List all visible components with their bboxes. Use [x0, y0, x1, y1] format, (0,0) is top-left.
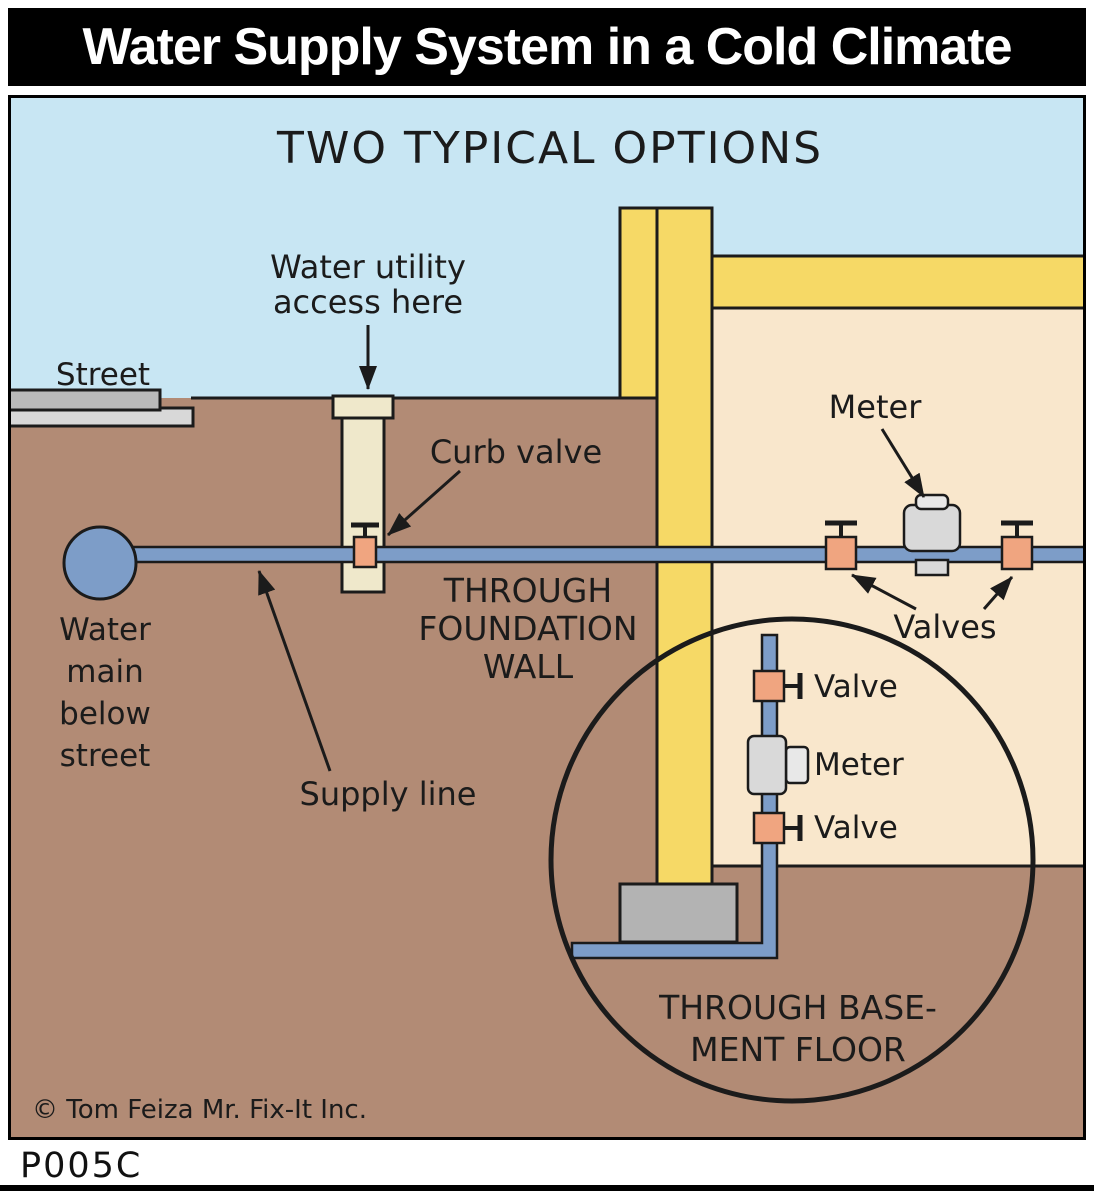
- meter-wall-label: Meter: [829, 388, 923, 426]
- copyright-label: © Tom Feiza Mr. Fix-It Inc.: [32, 1095, 367, 1125]
- through-wall-label-2: FOUNDATION: [418, 609, 637, 648]
- arrow-supply-line: [257, 570, 332, 772]
- floor-slab: [618, 882, 739, 944]
- water-main-label-3: below: [59, 696, 151, 732]
- heading-label: TWO TYPICAL OPTIONS: [276, 123, 823, 174]
- street-label: Street: [56, 357, 150, 393]
- supply-line-label: Supply line: [300, 775, 477, 813]
- arrow-valves-right: [982, 576, 1014, 610]
- curb-valve-label: Curb valve: [430, 433, 602, 471]
- valves-label: Valves: [893, 608, 996, 646]
- water-main-label-1: Water: [59, 612, 151, 648]
- bottom-border: [0, 1185, 1094, 1191]
- wall-meter-stub: [914, 558, 950, 577]
- water-main: [62, 525, 138, 601]
- shutoff-valve-left: [824, 535, 858, 571]
- water-utility-label-1: Water utility: [270, 248, 466, 286]
- arrow-valves-left: [851, 573, 917, 611]
- through-floor-label-2: MENT FLOOR: [690, 1030, 906, 1069]
- through-wall-label-1: THROUGH: [443, 571, 612, 610]
- water-main-label-2: main: [66, 654, 143, 690]
- exterior-wall: [618, 206, 659, 400]
- curb-valve: [352, 535, 378, 569]
- arrow-curb-valve: [387, 469, 461, 537]
- floor-meter-body-side: [784, 745, 810, 785]
- floor-valve-bottom-label: Valve: [814, 810, 898, 846]
- curb-box-cap: [331, 394, 395, 420]
- floor-valve-bottom: [752, 811, 786, 845]
- title-bar: Water Supply System in a Cold Climate: [8, 8, 1086, 86]
- water-main-label-4: street: [60, 738, 151, 774]
- basement-interior: [710, 306, 1086, 868]
- wall-meter: [902, 503, 962, 553]
- shutoff-valve-right: [1000, 535, 1034, 571]
- figure-title: Water Supply System in a Cold Climate: [82, 18, 1012, 76]
- water-utility-label-2: access here: [273, 283, 463, 321]
- diagram-panel: TWO TYPICAL OPTIONS Street Water utility…: [8, 95, 1086, 1140]
- floor-meter-label: Meter: [814, 747, 904, 783]
- arrow-meter: [880, 428, 926, 498]
- street-pavement: [8, 388, 162, 412]
- wall-meter-cap: [914, 493, 950, 511]
- figure-code: P005C: [20, 1146, 143, 1186]
- through-floor-label-1: THROUGH BASE-: [658, 988, 937, 1027]
- panel-border: [8, 95, 1086, 1140]
- floor-meter: [746, 734, 788, 796]
- floor-valve-top-label: Valve: [814, 669, 898, 705]
- floor-valve-top: [752, 669, 786, 703]
- basement-detail-circle: [548, 616, 1036, 1104]
- through-wall-label-3: WALL: [483, 647, 574, 686]
- floor-joist-band: [654, 254, 1086, 310]
